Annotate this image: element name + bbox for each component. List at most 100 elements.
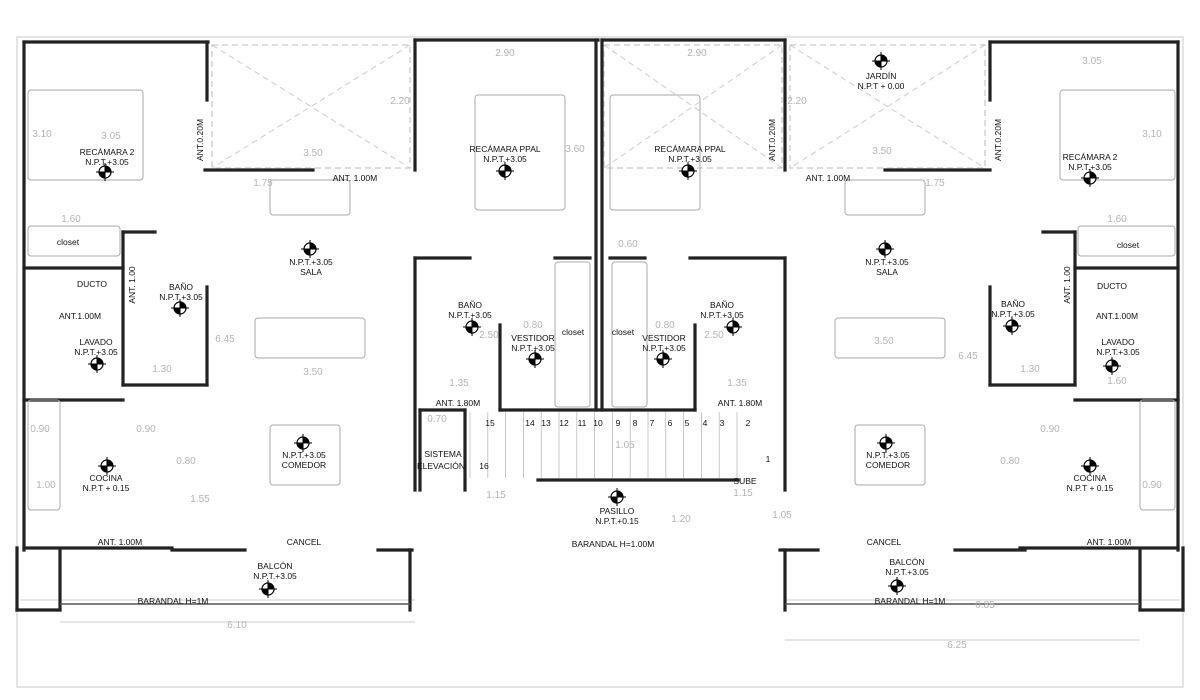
sofa [269,179,351,216]
level-marker-icon [463,318,481,336]
sheet-border [16,36,1184,688]
stair-step-number: 6 [667,417,673,428]
stair-step-number: 13 [541,417,551,428]
level-marker-part [657,359,663,365]
annotation-label: ANT. 1.00M [805,172,851,183]
level-marker-part [107,460,113,466]
dimension-label: 3.05 [1082,56,1102,67]
dimension-label: 1.05 [772,510,792,521]
level-marker-part [891,586,897,592]
level-marker-part [466,327,472,333]
level-marker-icon [1103,357,1121,375]
annotation-label: closet [611,326,635,337]
dimension-label: 0.80 [655,320,675,331]
annotation-label: ANT.0.20M [992,118,1003,162]
level-marker-part [688,165,694,171]
dimension-label: 0.80 [1000,456,1020,467]
bed [1059,89,1176,181]
room-name: COMEDOR [865,459,911,470]
room-level: N.P.T.+3.05 [668,153,712,164]
level-marker-part [101,466,107,472]
sofa [844,179,926,216]
level-marker-part [1090,460,1096,466]
counter [27,399,61,511]
dimension-label: 6.45 [958,351,978,362]
level-marker-part [174,308,180,314]
dimension-label: 3.50 [874,336,894,347]
level-marker-icon [1003,317,1021,335]
level-marker-part [1106,366,1112,372]
stair-step-number: 10 [593,417,603,428]
level-marker-part [1112,360,1118,366]
level-marker-part [727,327,733,333]
dining-table [269,424,341,486]
stair-step-number: 3 [719,417,725,428]
stair-step-number: 12 [559,417,569,428]
room-level: N.P.T.+3.05 [483,153,527,164]
room-level: N.P.T.+3.05 [282,449,326,460]
level-marker-icon [98,457,116,475]
level-marker-part [897,580,903,586]
level-marker-icon [872,52,890,70]
dimension-label: 3.10 [1142,129,1162,140]
room-level: N.P.T.+3.05 [159,291,203,302]
room-name: BAÑO [168,281,194,292]
dimension-label: 1.30 [152,364,172,375]
room-name: RECÁMARA PPAL [469,143,541,154]
annotation-label: SUBE [733,475,757,486]
level-marker-part [105,166,111,172]
bed [27,89,144,181]
room-name: RECÁMARA 2 [79,146,135,157]
void-diagonal [211,44,411,169]
room-name: VESTIDOR [511,332,555,343]
dimension-label: 1.15 [486,490,506,501]
dimension-label: 0.80 [523,320,543,331]
dimension-label: 1.60 [1107,376,1127,387]
dimension-label: 1.05 [615,440,635,451]
room-level: N.P.T.+3.05 [1096,346,1140,357]
room-level: N.P.T.+3.05 [700,309,744,320]
room-level: N.P.T.+3.05 [448,309,492,320]
closet [554,261,591,408]
level-marker-icon [259,580,277,598]
level-marker-icon [1081,457,1099,475]
annotation-label: closet [561,326,585,337]
dimension-label: 0.90 [30,424,50,435]
level-marker-part [1006,326,1012,332]
room-name: BALCÓN [889,556,925,567]
room-level: N.P.T.+3.05 [289,256,333,267]
annotation-label: ANT.1.00M [58,310,102,321]
dimension-label: 1.55 [190,494,210,505]
open-void [789,44,986,169]
room-name: BAÑO [1000,298,1026,309]
annotation-label: ANT. 1.00M [332,172,378,183]
level-marker-part [262,589,268,595]
level-marker-part [472,321,478,327]
level-marker-icon [608,488,626,506]
dimension-label: 1.75 [925,178,945,189]
level-marker-part [97,358,103,364]
level-marker-icon [1081,169,1099,187]
level-marker-part [268,583,274,589]
stair-step-number: 4 [702,417,708,428]
dimension-label: 6.25 [947,640,967,651]
annotation-label: DUCTO [76,278,108,289]
dimension-label: 0.80 [176,456,196,467]
annotation-label: ELEVACIÓN [416,460,466,471]
dimension-label: 1.60 [1107,214,1127,225]
stair-step-number: 5 [684,417,690,428]
room-name: SALA [876,266,898,277]
level-marker-part [99,172,105,178]
level-marker-part [611,497,617,503]
room-level: N.P.T.+3.05 [1068,161,1112,172]
annotation-label: ANT. 1.00M [97,536,143,547]
room-name: VESTIDOR [642,332,686,343]
dimension-label: 1.60 [61,214,81,225]
level-marker-part [880,443,886,449]
annotation-label: ANT. 1.00 [126,266,137,304]
dimension-label: 6.45 [215,334,235,345]
sofa [254,317,366,359]
level-marker-part [304,249,310,255]
level-marker-icon [88,355,106,373]
